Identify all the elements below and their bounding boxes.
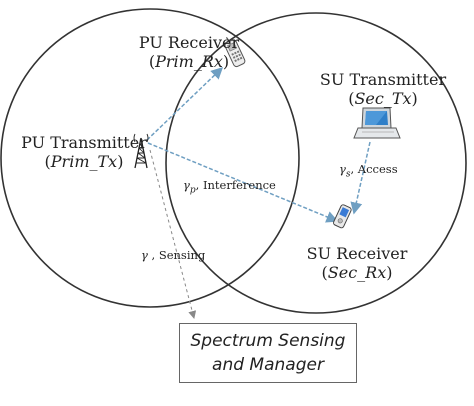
su-transmitter-code: Sec_Tx bbox=[354, 89, 412, 108]
primary-link-arrow bbox=[146, 66, 224, 141]
access-link-arrow bbox=[350, 141, 371, 215]
sensing-label: γ , Sensing bbox=[141, 248, 206, 262]
su-transmitter-name: SU Transmitter bbox=[319, 70, 447, 89]
su-transmitter-label: SU Transmitter (Sec_Tx) bbox=[319, 70, 447, 108]
pu-receiver-name: PU Receiver bbox=[138, 33, 240, 52]
interference-label: γp, Interference bbox=[183, 178, 276, 196]
phone-icon bbox=[224, 37, 246, 68]
laptop-icon bbox=[353, 107, 401, 139]
pu-transmitter-name: PU Transmitter bbox=[21, 133, 147, 152]
su-receiver-label: SU Receiver (Sec_Rx) bbox=[306, 244, 408, 282]
tower-icon bbox=[133, 133, 149, 169]
pu-coverage-circle bbox=[0, 8, 300, 308]
su-receiver-code: Sec_Rx bbox=[327, 263, 387, 282]
pu-receiver-code: Prim_Rx bbox=[155, 52, 223, 71]
manager-line-1: Spectrum Sensing bbox=[190, 331, 346, 351]
pu-receiver-label: PU Receiver (Prim_Rx) bbox=[138, 33, 240, 71]
su-coverage-circle bbox=[165, 12, 467, 314]
su-receiver-name: SU Receiver bbox=[306, 244, 408, 263]
access-label: γs, Access bbox=[339, 162, 398, 180]
manager-line-2: and Manager bbox=[212, 355, 324, 375]
sensing-link-arrow bbox=[149, 149, 197, 319]
mobile-phone-icon bbox=[333, 204, 352, 229]
interference-link-arrow bbox=[147, 142, 339, 223]
pu-transmitter-label: PU Transmitter (Prim_Tx) bbox=[21, 133, 147, 171]
spectrum-manager-box: Spectrum Sensing and Manager bbox=[179, 323, 357, 383]
pu-transmitter-code: Prim_Tx bbox=[50, 152, 118, 171]
